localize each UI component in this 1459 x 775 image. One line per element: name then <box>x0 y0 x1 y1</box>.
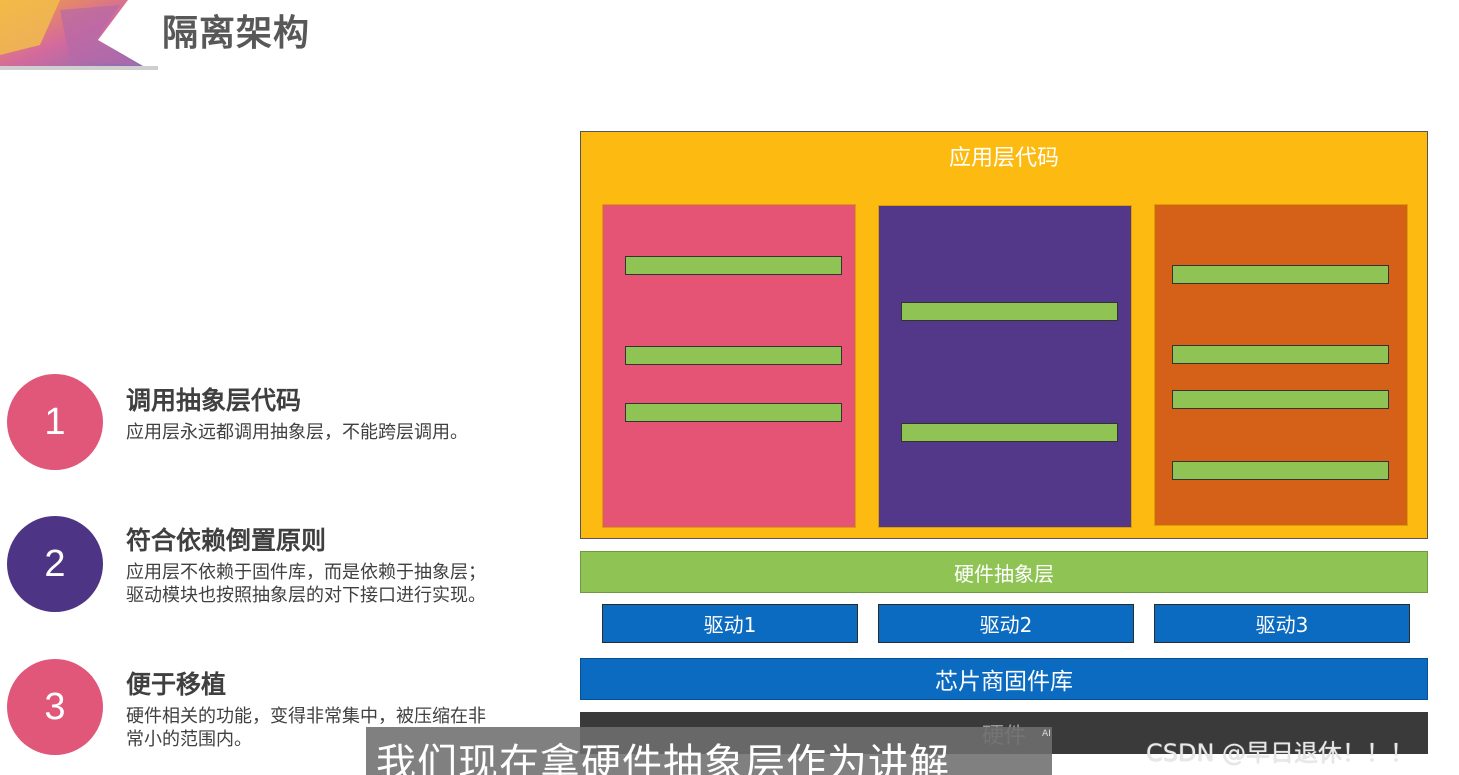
video-subtitle: 我们现在拿硬件抽象层作为讲解 <box>366 727 1052 775</box>
driver-box-3: 驱动3 <box>1154 604 1410 643</box>
point-1-number-badge: 1 <box>7 374 103 470</box>
hal-label: 硬件抽象层 <box>954 561 1054 586</box>
app-module-pink <box>602 204 856 528</box>
function-bar <box>625 256 842 275</box>
function-bar <box>901 423 1118 442</box>
driver-box-1: 驱动1 <box>602 604 858 643</box>
driver-2-label: 驱动2 <box>979 613 1033 637</box>
vendor-firmware-library: 芯片商固件库 <box>580 658 1428 700</box>
function-bar <box>1172 390 1389 409</box>
point-3-description: 硬件相关的功能，变得非常集中，被压缩在非常小的范围内。 <box>126 706 486 750</box>
header-decoration-graphic <box>0 0 158 70</box>
function-bar <box>901 302 1118 321</box>
page-title: 隔离架构 <box>162 13 311 54</box>
ai-mark: AI <box>1042 729 1051 739</box>
point-2-number-badge: 2 <box>7 516 103 612</box>
driver-box-2: 驱动2 <box>878 604 1134 643</box>
driver-3-label: 驱动3 <box>1255 613 1309 637</box>
vendor-lib-label: 芯片商固件库 <box>935 669 1073 695</box>
function-bar <box>1172 345 1389 364</box>
driver-1-label: 驱动1 <box>703 613 757 637</box>
subtitle-text: 我们现在拿硬件抽象层作为讲解 <box>376 741 950 775</box>
function-bar <box>1172 461 1389 480</box>
point-1-title: 调用抽象层代码 <box>126 386 302 415</box>
point-1-description: 应用层永远都调用抽象层，不能跨层调用。 <box>126 422 468 443</box>
hardware-abstraction-layer: 硬件抽象层 <box>580 551 1428 593</box>
point-3-number-badge: 3 <box>7 659 103 755</box>
app-layer-label: 应用层代码 <box>948 146 1059 171</box>
point-2-description: 应用层不依赖于固件库，而是依赖于抽象层；驱动模块也按照抽象层的对下接口进行实现。 <box>126 562 486 606</box>
function-bar <box>1172 265 1389 284</box>
function-bar <box>625 346 842 365</box>
point-2-title: 符合依赖倒置原则 <box>126 526 327 555</box>
function-bar <box>625 403 842 422</box>
app-module-purple <box>878 205 1132 528</box>
point-3-title: 便于移植 <box>126 670 227 699</box>
csdn-watermark: CSDN @早日退休！！！ <box>1146 739 1415 767</box>
